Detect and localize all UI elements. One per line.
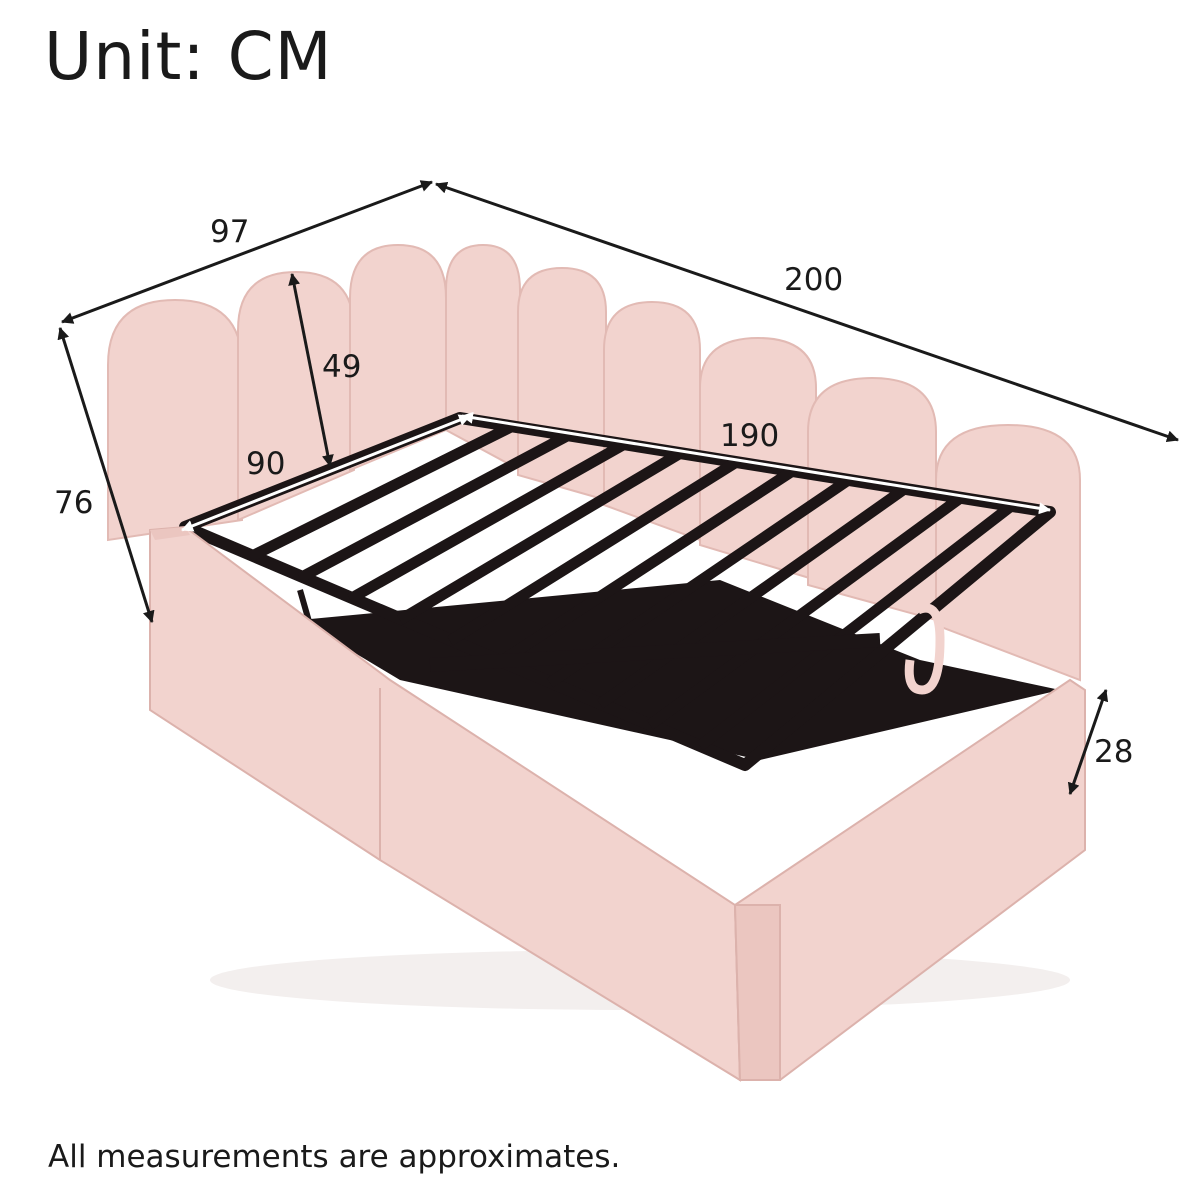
dim-label-49: 49	[322, 349, 361, 385]
unit-label: Unit: CM	[44, 18, 333, 95]
headboard-panel	[603, 300, 701, 542]
bed-illustration	[107, 243, 1086, 1082]
dim-label-97: 97	[210, 214, 249, 250]
dim-label-190: 190	[720, 418, 779, 454]
dim-line-190	[461, 411, 1051, 515]
dim-line-28	[1067, 689, 1109, 795]
dim-label-76: 76	[54, 485, 93, 521]
slat-dimension-lines	[181, 411, 1051, 532]
pull-strap	[904, 603, 945, 695]
dim-label-28: 28	[1094, 734, 1133, 770]
dim-label-90: 90	[246, 446, 285, 482]
dim-line-200	[435, 181, 1179, 443]
approximation-note: All measurements are approximates.	[48, 1139, 621, 1175]
dim-line-90	[181, 414, 471, 532]
storage-interior	[300, 580, 1060, 760]
dim-line-76	[57, 327, 155, 623]
dimension-labels: 97 200 76 49 90 190 28	[54, 214, 1133, 770]
headboard-panel	[107, 298, 243, 542]
foot-rail	[733, 678, 1086, 1081]
dim-line-97	[61, 180, 433, 324]
dim-label-200: 200	[784, 262, 843, 298]
